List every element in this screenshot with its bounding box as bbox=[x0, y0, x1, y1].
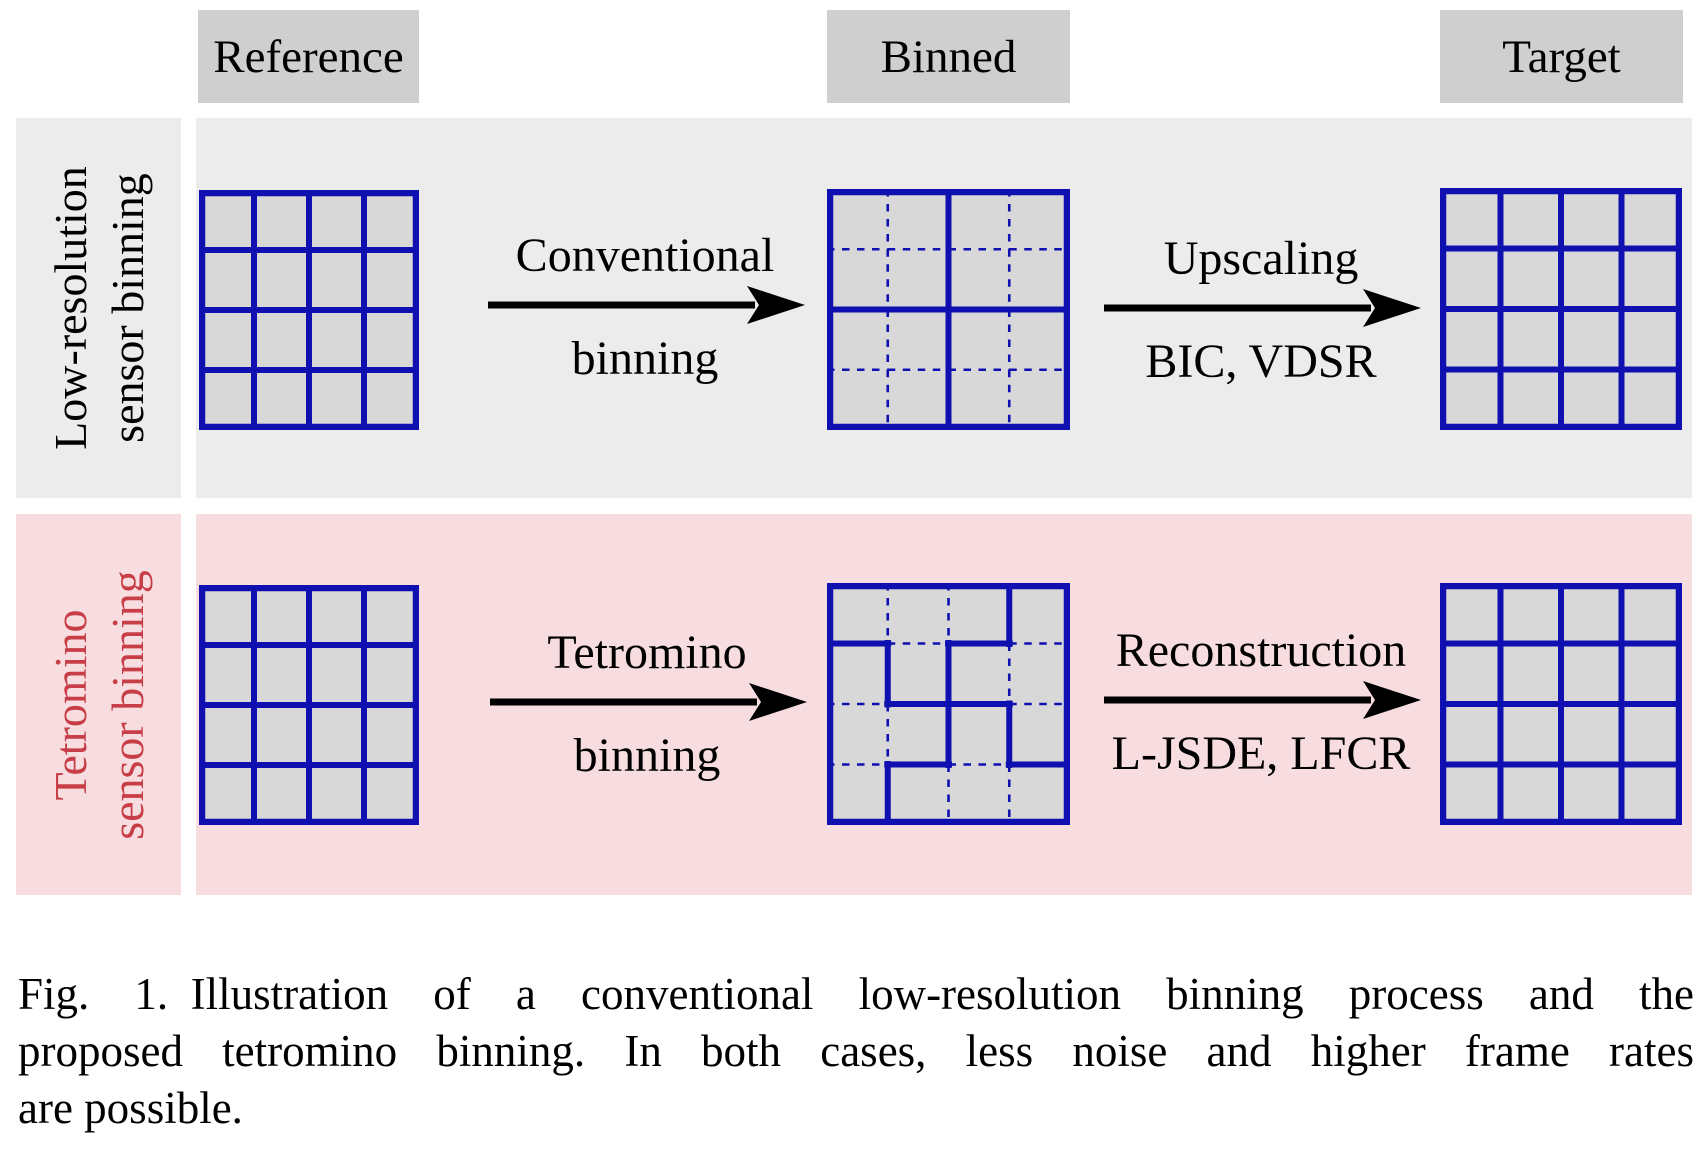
process-label-bottom: BIC, VDSR bbox=[1145, 335, 1377, 388]
process-upscaling: Upscaling BIC, VDSR bbox=[1071, 214, 1451, 406]
grid-row2-reference bbox=[195, 581, 423, 829]
process-label-top: Conventional bbox=[515, 229, 775, 282]
process-reconstruction: Reconstruction L-JSDE, LFCR bbox=[1061, 606, 1461, 798]
header-target-label: Target bbox=[1502, 30, 1621, 83]
process-label-top: Reconstruction bbox=[1115, 624, 1407, 677]
caption-line-2: proposed tetromino binning. In both case… bbox=[18, 1026, 1694, 1076]
caption-line-3: are possible. bbox=[18, 1083, 243, 1133]
caption-line-1: Fig. 1. Illustration of a conventional l… bbox=[18, 969, 1694, 1019]
arrow-right-icon bbox=[1104, 289, 1421, 327]
header-reference-label: Reference bbox=[213, 30, 404, 83]
row-label-box-low-resolution: Low-resolution sensor binning bbox=[16, 118, 181, 498]
grid-row1-binned bbox=[823, 185, 1074, 434]
header-binned-label: Binned bbox=[880, 30, 1017, 83]
grid-row2-binned-tetromino bbox=[823, 579, 1074, 829]
grid-row2-target bbox=[1436, 579, 1686, 829]
row-label-tetromino: Tetromino sensor binning bbox=[42, 570, 156, 840]
row-label-box-tetromino: Tetromino sensor binning bbox=[16, 514, 181, 895]
arrow-right-icon bbox=[488, 286, 805, 324]
process-label-top: Tetromino bbox=[547, 626, 747, 679]
row-label-low-resolution: Low-resolution sensor binning bbox=[42, 166, 156, 450]
header-reference: Reference bbox=[198, 10, 419, 103]
header-binned: Binned bbox=[827, 10, 1070, 103]
process-label-bottom: binning bbox=[573, 729, 721, 782]
figure-caption: Fig. 1. Illustration of a conventional l… bbox=[18, 966, 1694, 1137]
process-tetromino-binning: Tetromino binning bbox=[457, 608, 837, 800]
row-label-line: sensor binning bbox=[101, 569, 153, 840]
row-label-line: Tetromino bbox=[44, 609, 96, 800]
process-label-bottom: binning bbox=[571, 332, 719, 385]
grid-row1-reference bbox=[195, 186, 423, 434]
arrow-right-icon bbox=[1104, 681, 1421, 719]
process-conventional-binning: Conventional binning bbox=[455, 211, 835, 403]
header-target: Target bbox=[1440, 10, 1683, 103]
process-label-top: Upscaling bbox=[1163, 232, 1359, 285]
row-label-line: Low-resolution bbox=[44, 166, 96, 450]
row-label-line: sensor binning bbox=[101, 173, 153, 443]
arrow-right-icon bbox=[490, 683, 807, 721]
process-label-bottom: L-JSDE, LFCR bbox=[1111, 727, 1411, 780]
grid-row1-target bbox=[1436, 184, 1686, 434]
